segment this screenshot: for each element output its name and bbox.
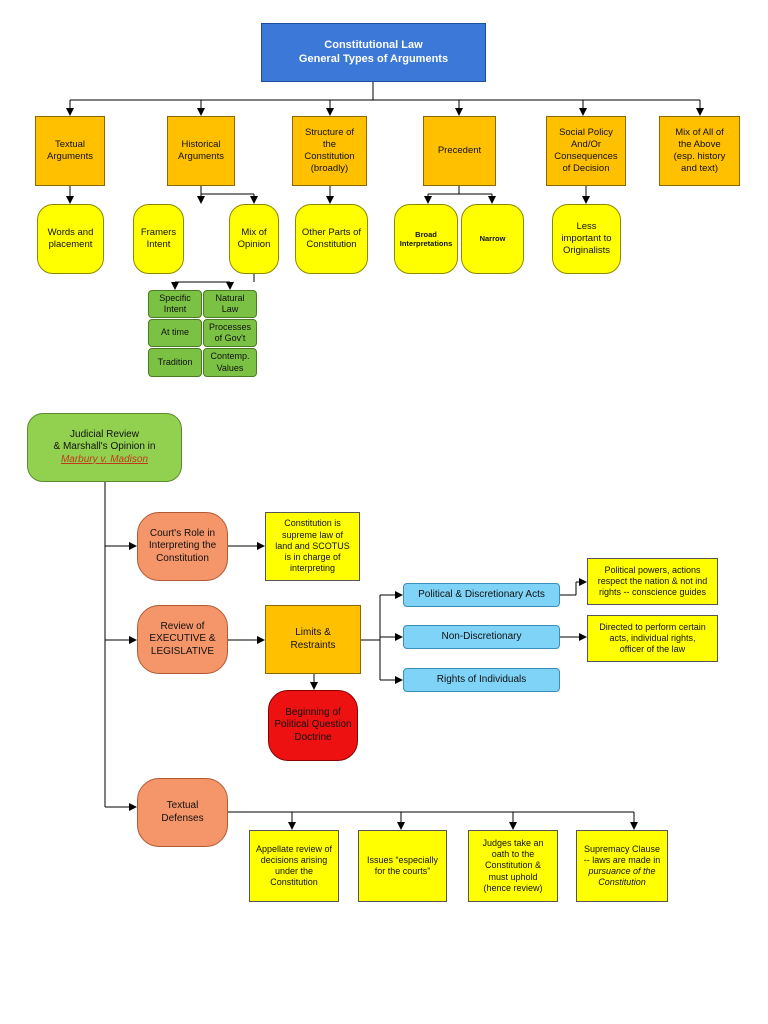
limits-restraints-box: Limits & Restraints — [265, 605, 361, 674]
rights-individuals: Rights of Individuals — [403, 668, 560, 692]
mix-opinion-node: Mix of Opinion — [229, 204, 279, 274]
judicial-review-node: Judicial Review & Marshall's Opinion in … — [27, 413, 182, 482]
textual-defenses-node: Textual Defenses — [137, 778, 228, 847]
tradition-cell: Tradition — [148, 348, 202, 377]
diagram-title: Constitutional Law General Types of Argu… — [261, 23, 486, 82]
other-parts-node: Other Parts of Constitution — [295, 204, 368, 274]
processes-cell: Processes of Gov't — [203, 319, 257, 347]
structure-box: Structure of the Constitution (broadly) — [292, 116, 367, 186]
mix-all-box: Mix of All of the Above (esp. history an… — [659, 116, 740, 186]
courts-role-node: Court's Role in Interpreting the Constit… — [137, 512, 228, 581]
contemp-values-cell: Contemp. Values — [203, 348, 257, 377]
broad-interpretations-node: Broad Interpretations — [394, 204, 458, 274]
non-discretionary-note: Directed to perform certain acts, indivi… — [587, 615, 718, 662]
judicial-review-title: Judicial Review & Marshall's Opinion in — [53, 428, 156, 453]
supremacy-italic-text: pursuance of the Constitution — [588, 866, 656, 888]
historical-arguments-box: Historical Arguments — [167, 116, 235, 186]
narrow-node: Narrow — [461, 204, 524, 274]
political-acts-note: Political powers, actions respect the na… — [587, 558, 718, 605]
at-time-cell: At time — [148, 319, 202, 347]
less-important-node: Less important to Originalists — [552, 204, 621, 274]
supremacy-clause-box: Supremacy Clause -- laws are made in pur… — [576, 830, 668, 902]
natural-law-cell: Natural Law — [203, 290, 257, 318]
court-role-note: Constitution is supreme law of land and … — [265, 512, 360, 581]
textual-arguments-box: Textual Arguments — [35, 116, 105, 186]
supremacy-text: Supremacy Clause -- laws are made in — [583, 843, 661, 865]
appellate-review-box: Appellate review of decisions arising un… — [249, 830, 339, 902]
marbury-link[interactable]: Marbury v. Madison — [60, 453, 149, 465]
issues-courts-box: Issues “especially for the courts” — [358, 830, 447, 902]
judges-oath-box: Judges take an oath to the Constitution … — [468, 830, 558, 902]
words-placement-node: Words and placement — [37, 204, 104, 274]
political-discretionary-acts: Political & Discretionary Acts — [403, 583, 560, 607]
political-question-node: Beginning of Political Question Doctrine — [268, 690, 358, 761]
review-exec-leg-node: Review of EXECUTIVE & LEGISLATIVE — [137, 605, 228, 674]
specific-intent-cell: Specific Intent — [148, 290, 202, 318]
non-discretionary-acts: Non-Discretionary — [403, 625, 560, 649]
social-policy-box: Social Policy And/Or Consequences of Dec… — [546, 116, 626, 186]
precedent-box: Precedent — [423, 116, 496, 186]
framers-intent-node: Framers Intent — [133, 204, 184, 274]
